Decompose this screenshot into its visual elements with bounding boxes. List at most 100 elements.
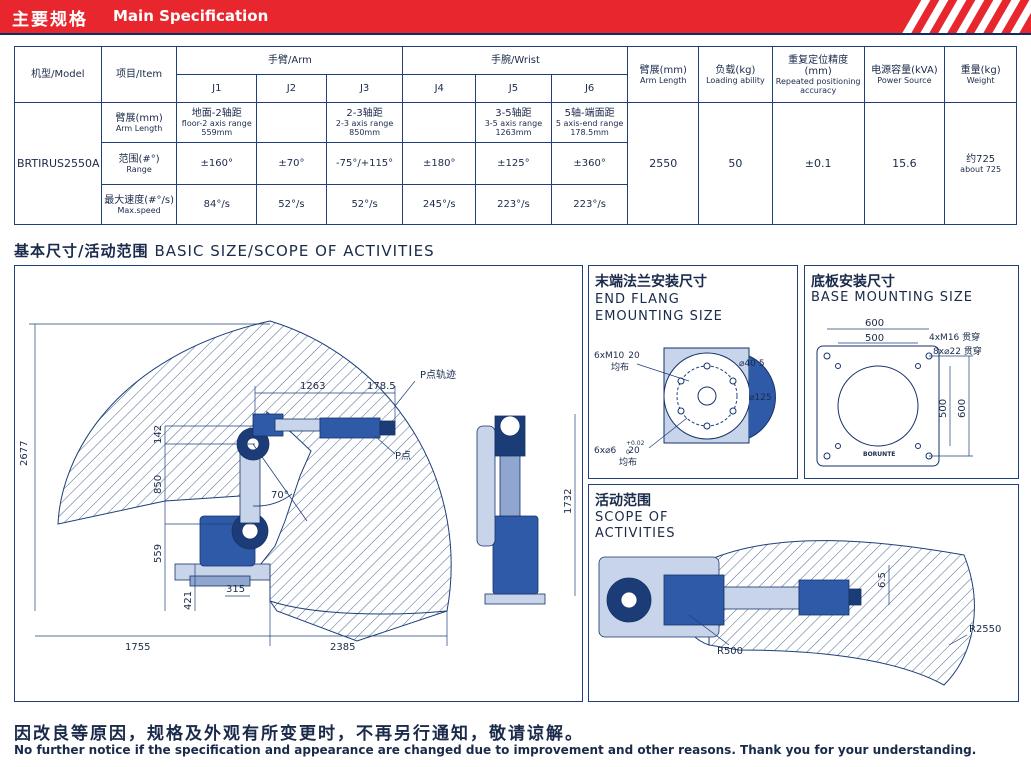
base-title-zh: 底板安装尺寸 (811, 274, 895, 290)
dim-559: 559 (153, 544, 164, 563)
flange-pin-even: 均布 (619, 456, 637, 468)
header-title-zh: 主要规格 (12, 10, 88, 30)
speed-j2: 52°/s (256, 184, 327, 225)
arm-j4 (402, 102, 477, 143)
speed-j5: 223°/s (475, 184, 552, 225)
speed-j6: 223°/s (550, 184, 629, 225)
header-arm-length: 臂展(mm)Arm Length (627, 46, 700, 103)
speed-j1: 84°/s (176, 184, 258, 225)
joint-j5: J5 (475, 74, 552, 103)
header-power: 电源容量(kVA)Power Source (863, 46, 946, 103)
main-diagram-panel: 70° 2677 1263 178.5 142 850 559 421 315 (14, 265, 583, 702)
arm-length-value: 2550 (627, 102, 700, 225)
row-arm-label: 臂展(mm)Arm Length (100, 102, 178, 143)
scope-svg: R500 R2550 6.5 (598, 540, 1001, 686)
base-note-holes: 8x⌀22 贯穿 (933, 345, 982, 357)
header-arm: 手臂/Arm (176, 46, 404, 75)
robot-side-view (174, 413, 396, 587)
label-p-point: P点 (395, 450, 411, 462)
footer-notice-en: No further notice if the specification a… (14, 743, 977, 757)
base-dim-v500: 500 (938, 399, 949, 418)
base-note-m16: 4xM16 贯穿 (929, 331, 980, 343)
joint-j1: J1 (176, 74, 258, 103)
flange-m10-even: 均布 (611, 361, 629, 373)
header-load: 负载(kg)Loading ability (698, 46, 773, 103)
range-j6: ±360° (550, 142, 629, 185)
scope-title-en2: ACTIVITIES (595, 526, 676, 541)
joint-j4: J4 (402, 74, 477, 103)
row-speed-label: 最大速度(#°/s)Max.speed (100, 184, 178, 225)
base-dim-v600: 600 (957, 399, 968, 418)
dim-142: 142 (153, 425, 164, 444)
header-rule (0, 33, 1031, 35)
arm-j2 (256, 102, 327, 143)
spec-table: 机型/Model 项目/Item 手臂/Arm 手腕/Wrist 臂展(mm)A… (14, 46, 1017, 225)
flange-title-en1: END FLANG (595, 292, 680, 307)
scope-r500: R500 (717, 646, 743, 657)
load-value: 50 (698, 102, 773, 225)
range-j1: ±160° (176, 142, 258, 185)
flange-title-zh: 末端法兰安装尺寸 (595, 274, 707, 290)
scope-d6-5: 6.5 (877, 572, 888, 588)
header-stripes (895, 0, 1031, 34)
dim-315: 315 (226, 584, 245, 595)
footer-notice-zh: 因改良等原因，规格及外观有所变更时，不再另行通知，敬请谅解。 (14, 724, 584, 744)
accuracy-value: ±0.1 (771, 102, 865, 225)
header-bar: 主要规格 Main Specification (0, 0, 1031, 35)
scope-title-zh: 活动范围 (595, 493, 651, 509)
main-diagram-svg: 70° 2677 1263 178.5 142 850 559 421 315 (19, 320, 576, 653)
speed-j4: 245°/s (402, 184, 477, 225)
speed-j3: 52°/s (325, 184, 404, 225)
angle-70-label: 70° (271, 490, 289, 501)
model-cell: BRTIRUS2550A (14, 102, 102, 225)
header-weight: 重量(kg)Weight (944, 46, 1017, 103)
robot-front-view (476, 415, 546, 605)
base-dim-600: 600 (865, 318, 884, 329)
row-range-label: 范围(#°)Range (100, 142, 178, 185)
dim-1732: 1732 (563, 489, 574, 514)
scope-title-en1: SCOPE OF (595, 510, 669, 525)
header-title-en: Main Specification (113, 7, 269, 25)
base-svg: BORUNTE 600 500 4xM16 贯穿 8x⌀22 贯穿 500 60… (816, 318, 982, 467)
robot-top-view (598, 556, 862, 638)
joint-j6: J6 (550, 74, 629, 103)
dim-1755: 1755 (125, 642, 150, 653)
dim-421: 421 (183, 591, 194, 610)
label-p-track: P点轨迹 (420, 368, 456, 381)
power-value: 15.6 (863, 102, 946, 225)
header-item: 项目/Item (100, 46, 178, 103)
joint-j3: J3 (325, 74, 404, 103)
base-dim-500: 500 (865, 333, 884, 344)
flange-tol-upper: +0.02 (626, 440, 645, 447)
header-model: 机型/Model (14, 46, 102, 103)
base-panel: 底板安装尺寸 BASE MOUNTING SIZE BORUNTE 600 50… (804, 265, 1019, 479)
dim-850: 850 (153, 475, 164, 494)
base-title-en: BASE MOUNTING SIZE (811, 290, 974, 305)
range-j3: -75°/+115° (325, 142, 404, 185)
flange-d125: ⌀125 (749, 393, 772, 403)
range-j5: ±125° (475, 142, 552, 185)
flange-title-en2: EMOUNTING SIZE (595, 309, 723, 324)
dim-2677: 2677 (19, 441, 30, 466)
dim-2385: 2385 (330, 642, 355, 653)
scope-r2550: R2550 (969, 624, 1001, 635)
flange-tol-lower: 0 (626, 449, 630, 456)
range-j4: ±180° (402, 142, 477, 185)
joint-j2: J2 (256, 74, 327, 103)
range-j2: ±70° (256, 142, 327, 185)
scope-panel: 活动范围 SCOPE OF ACTIVITIES R500 R2550 6.5 (588, 484, 1019, 702)
header-wrist: 手腕/Wrist (402, 46, 629, 75)
dim-178-5: 178.5 (367, 381, 396, 392)
